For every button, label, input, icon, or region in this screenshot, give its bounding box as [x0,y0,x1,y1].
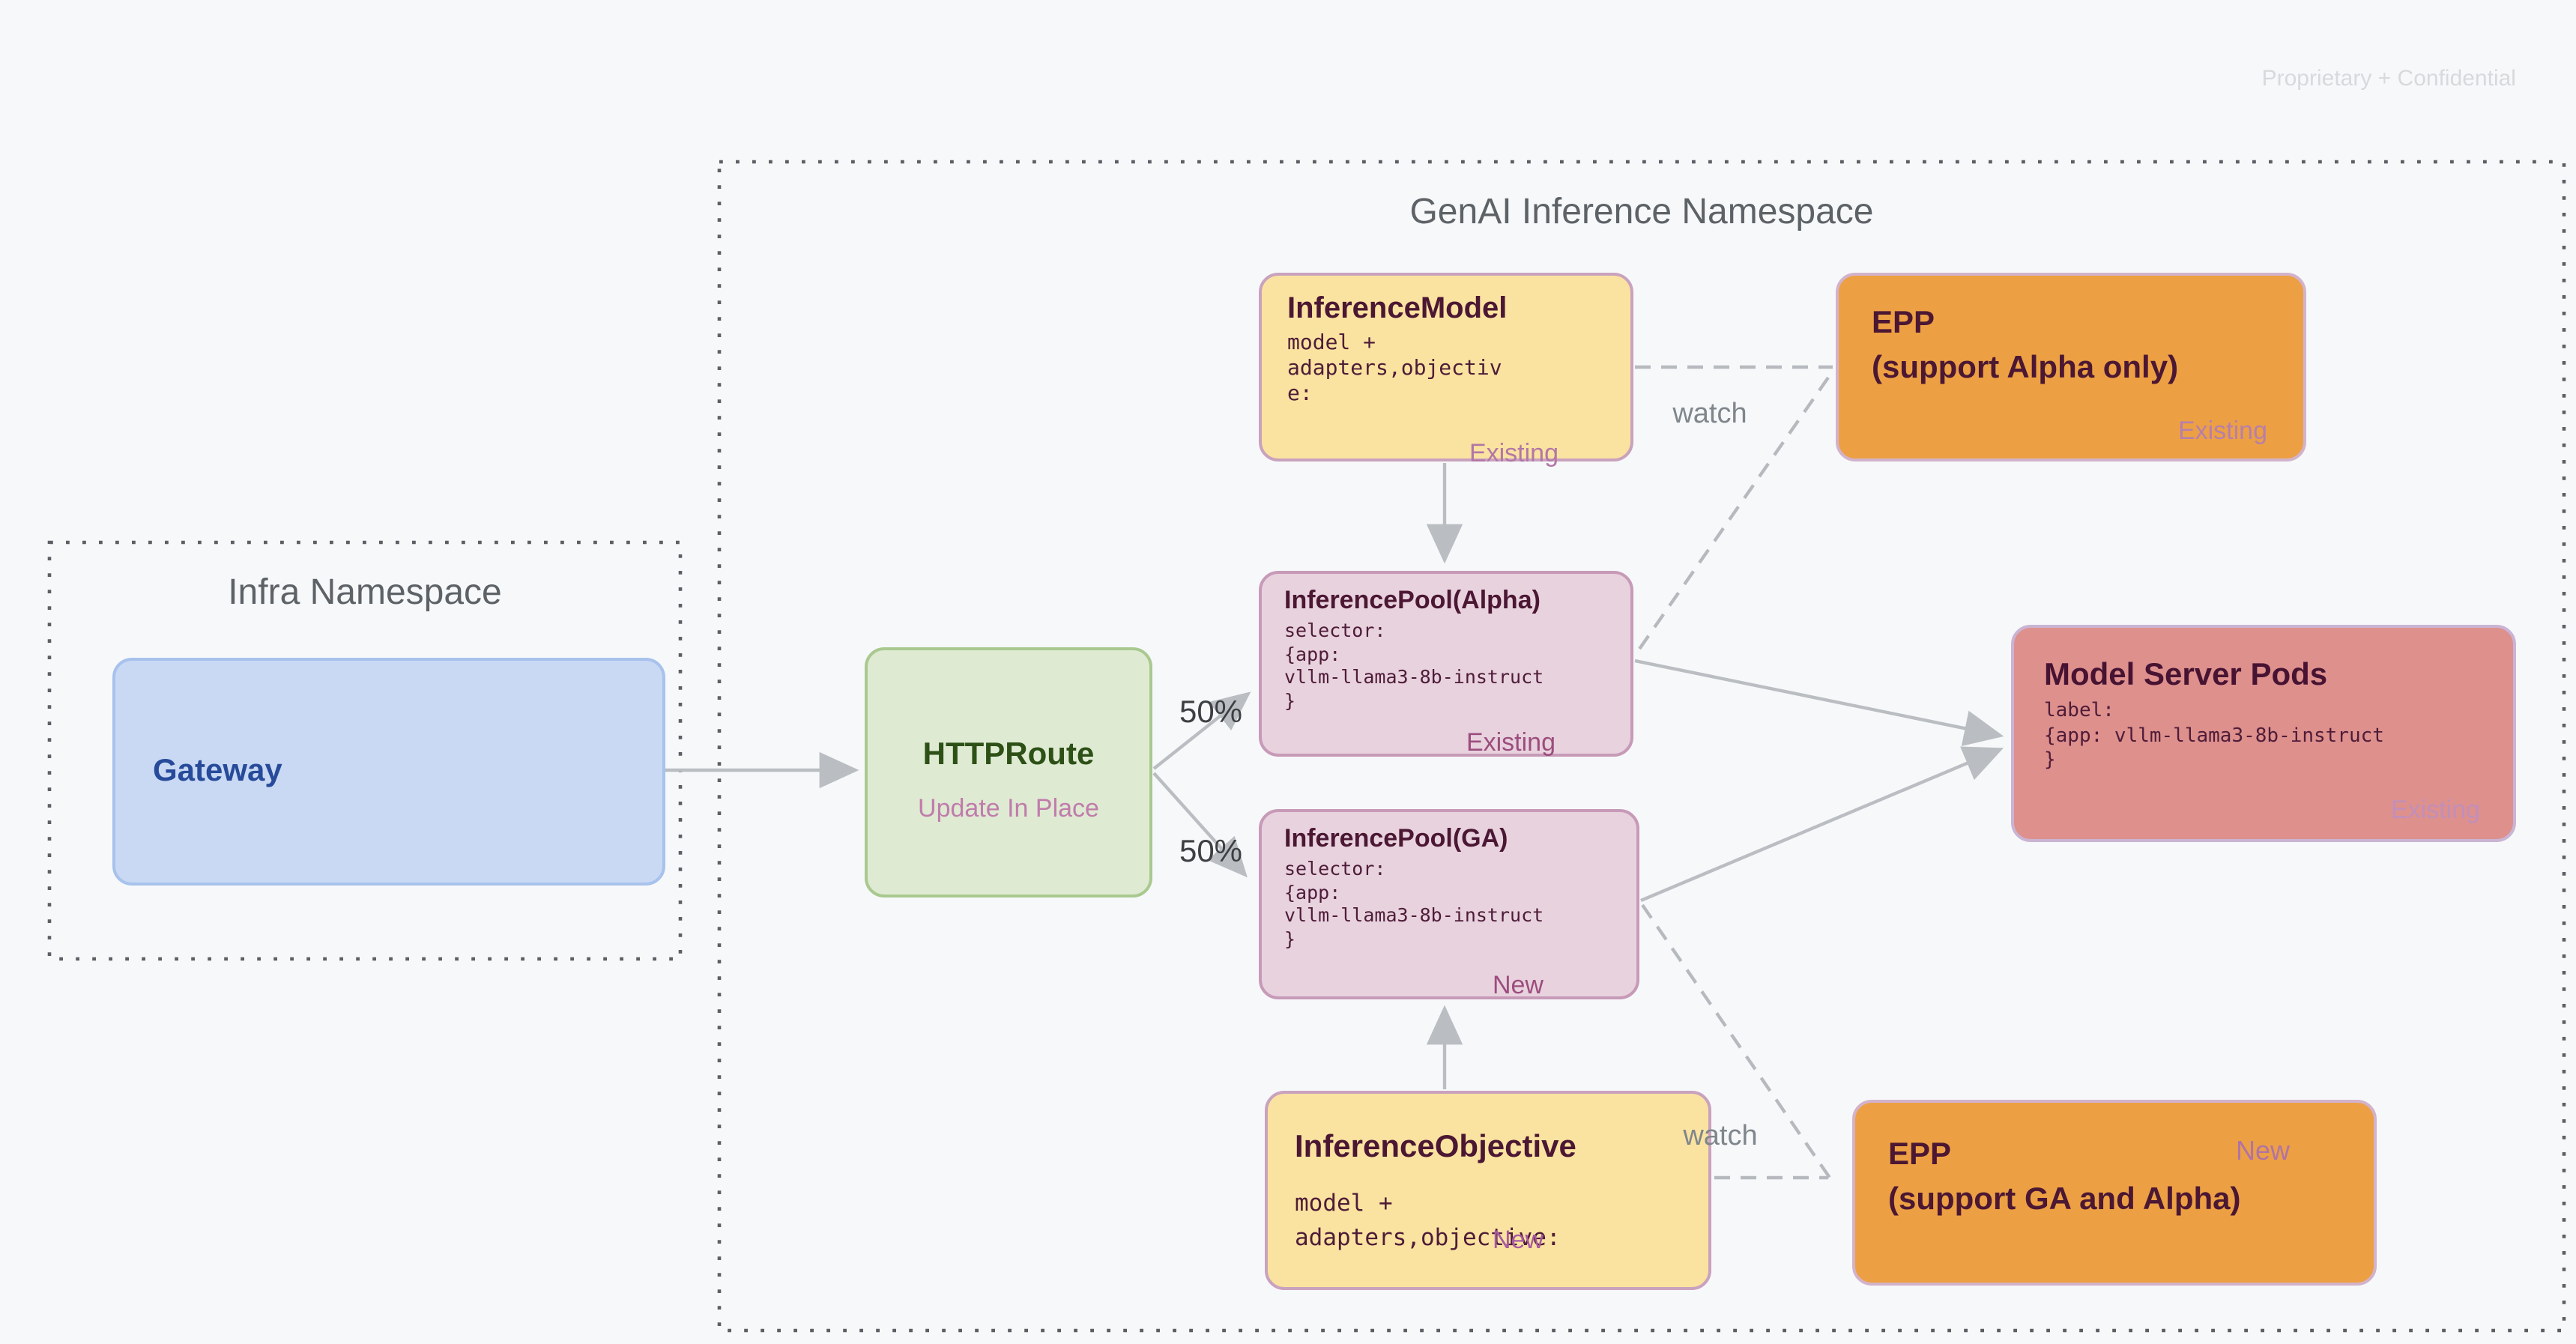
epp-alpha-title: EPP [1872,306,1935,340]
inference-pool-ga-status: New [1492,971,1544,999]
watch-lower-label: watch [1683,1121,1758,1152]
httproute-node: HTTPRoute Update In Place [865,647,1152,897]
httproute-subtitle: Update In Place [918,794,1099,823]
confidential-watermark: Proprietary + Confidential [2261,66,2516,91]
inference-pool-alpha-title: InferencePool(Alpha) [1284,586,1541,614]
epp-alpha-node: EPP (support Alpha only) Existing [1836,273,2306,461]
gateway-node: Gateway [112,658,665,886]
model-server-pods-status: Existing [2390,796,2480,824]
inference-pool-alpha-selector: selector: {app: vllm-llama3-8b-instruct … [1284,619,1544,711]
epp-alpha-status: Existing [2177,417,2267,445]
inference-model-node: InferenceModel model + adapters,objectiv… [1259,273,1633,467]
genai-namespace-title: GenAI Inference Namespace [1409,192,1874,232]
inference-objective-status: New [1493,1226,1544,1254]
infra-namespace-title: Infra Namespace [228,572,502,613]
traffic-split-lower-label: 50% [1179,835,1243,869]
watch-upper-label: watch [1672,399,1747,430]
epp-ga-title: EPP [1888,1137,1952,1172]
inference-model-title: InferenceModel [1287,292,1508,325]
gateway-title: Gateway [153,754,282,788]
epp-ga-subtitle: (support GA and Alpha) [1888,1182,2241,1217]
edge-pool-ga-to-pods [1640,746,2004,903]
traffic-split-upper-label: 50% [1179,695,1243,730]
edge-pool-alpha-to-pods [1634,659,2004,746]
inference-pool-alpha-node: InferencePool(Alpha) selector: {app: vll… [1259,571,1633,757]
inference-objective-title: InferenceObjective [1295,1130,1576,1164]
inference-model-spec: model + adapters,objectiv e: [1287,331,1502,406]
epp-ga-status: New [2235,1136,2290,1166]
model-server-pods-node: Model Server Pods label: {app: vllm-llam… [2011,625,2516,842]
inference-objective-node: InferenceObjective model + adapters,obje… [1265,1091,1711,1290]
inference-objective-spec: model + adapters,objective: [1295,1190,1561,1251]
epp-alpha-subtitle: (support Alpha only) [1872,351,2179,385]
httproute-title: HTTPRoute [922,737,1095,772]
inference-pool-ga-node: InferencePool(GA) selector: {app: vllm-l… [1259,809,1639,999]
inference-pool-alpha-status: Existing [1466,728,1555,757]
model-server-pods-title: Model Server Pods [2044,658,2328,692]
inference-pool-ga-selector: selector: {app: vllm-llama3-8b-instruct … [1284,857,1544,949]
inference-model-status: Existing [1469,439,1558,467]
epp-ga-node: EPP (support GA and Alpha) New [1852,1100,2377,1286]
inference-pool-ga-title: InferencePool(GA) [1284,824,1508,853]
model-server-pods-label: label: {app: vllm-llama3-8b-instruct } [2044,700,2384,772]
